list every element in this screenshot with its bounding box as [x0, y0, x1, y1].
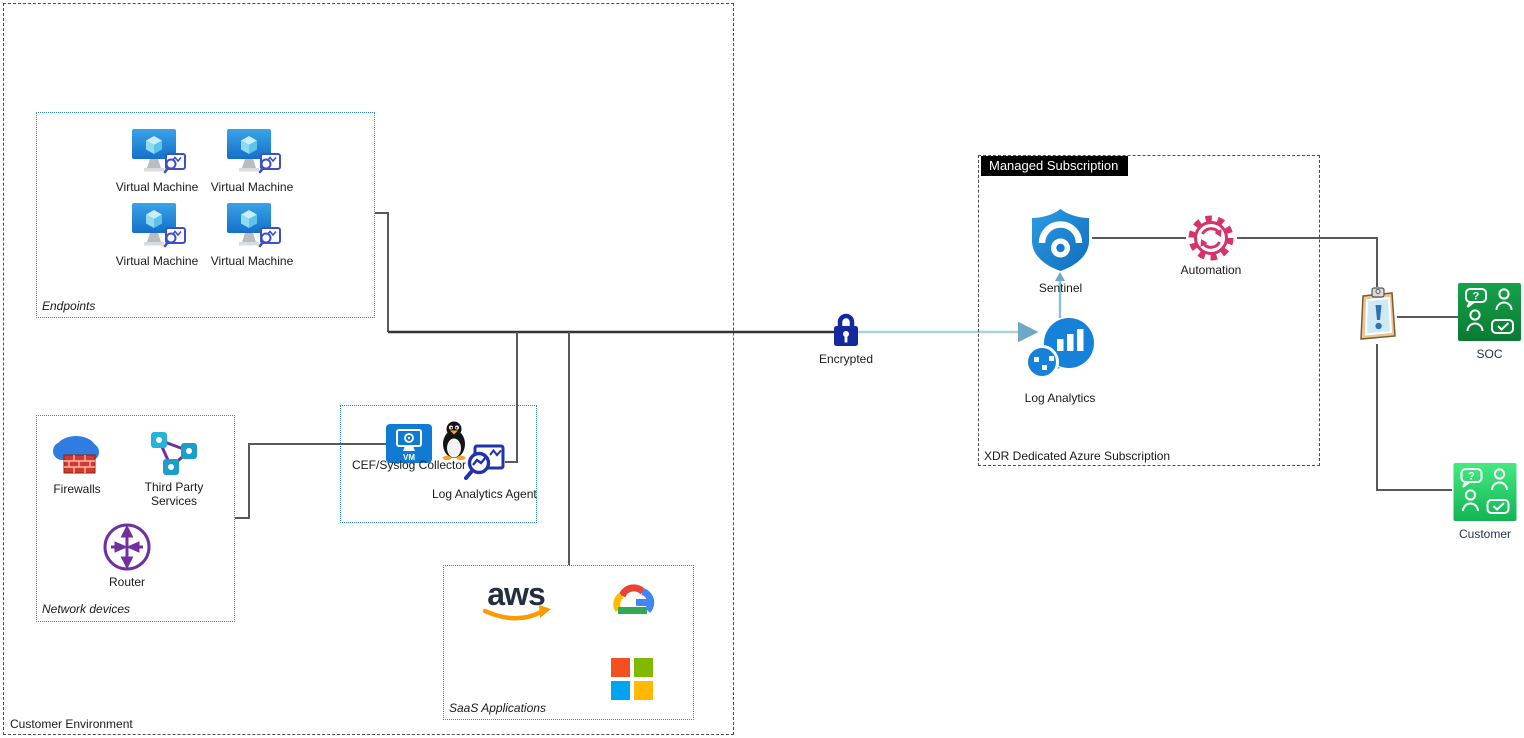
endpoints-box — [36, 112, 375, 318]
firewalls-node: Firewalls — [46, 432, 108, 496]
router-node: Router — [98, 521, 156, 589]
soc-node: ? SOC — [1458, 283, 1521, 361]
virtual-machine-icon — [223, 128, 281, 178]
aws-logo: aws — [477, 577, 555, 627]
agent-badge-icon — [163, 227, 186, 248]
endpoints-label: Endpoints — [42, 299, 96, 313]
virtual-machine-icon — [128, 202, 186, 252]
router-icon — [101, 521, 153, 573]
cef-collector-label: CEF/Syslog Collector — [352, 458, 467, 472]
virtual-machine-icon — [128, 128, 186, 178]
customer-environment-label: Customer Environment — [10, 717, 133, 731]
encrypted-label: Encrypted — [818, 352, 874, 366]
automation-label: Automation — [1180, 263, 1242, 277]
virtual-machine-label: Virtual Machine — [115, 254, 199, 268]
router-label: Router — [108, 575, 146, 589]
soc-label: SOC — [1476, 347, 1503, 361]
third-party-services-icon — [146, 430, 202, 478]
xdr-subscription-label: XDR Dedicated Azure Subscription — [984, 449, 1171, 463]
firewall-icon — [49, 432, 105, 480]
google-cloud-logo — [606, 579, 662, 623]
log-analytics-label: Log Analytics — [1024, 391, 1096, 405]
customer-question-glyph: ? — [1468, 471, 1475, 483]
log-analytics-icon — [1024, 316, 1096, 382]
agent-badge-icon — [163, 153, 186, 174]
xdr-subscription-box — [978, 155, 1320, 466]
virtual-machine-label: Virtual Machine — [115, 180, 199, 194]
sentinel-icon — [1029, 207, 1092, 272]
firewalls-label: Firewalls — [53, 482, 101, 496]
log-analytics-agent-icon — [464, 444, 506, 482]
virtual-machine-label: Virtual Machine — [210, 180, 294, 194]
soc-icon: ? — [1458, 283, 1521, 341]
third-party-services-node: Third Party Services — [138, 430, 210, 509]
report-clipboard-icon — [1358, 286, 1398, 344]
agent-badge-icon — [258, 153, 281, 174]
log-analytics-agent-label: Log Analytics Agent — [432, 487, 537, 501]
soc-question-glyph: ? — [1473, 291, 1480, 303]
virtual-machine-node: Virtual Machine — [206, 202, 298, 268]
third-party-services-label: Third Party Services — [144, 480, 204, 509]
virtual-machine-node: Virtual Machine — [206, 128, 298, 194]
microsoft-logo — [611, 658, 653, 700]
customer-environment-box — [3, 3, 734, 735]
agent-badge-icon — [258, 227, 281, 248]
customer-icon: ? — [1453, 463, 1517, 521]
aws-logo-text: aws — [487, 577, 545, 612]
automation-icon — [1186, 213, 1236, 263]
virtual-machine-node: Virtual Machine — [111, 202, 203, 268]
sentinel-label: Sentinel — [1038, 281, 1083, 295]
virtual-machine-icon — [223, 202, 281, 252]
virtual-machine-label: Virtual Machine — [210, 254, 294, 268]
network-devices-label: Network devices — [42, 602, 131, 616]
linux-tux-icon — [438, 420, 470, 460]
managed-subscription-tag: Managed Subscription — [981, 156, 1129, 176]
saas-box — [443, 565, 694, 720]
saas-label: SaaS Applications — [449, 701, 546, 715]
virtual-machine-node: Virtual Machine — [111, 128, 203, 194]
vm-badge-text: VM — [403, 453, 415, 462]
customer-node: ? Customer — [1452, 463, 1518, 541]
customer-label: Customer — [1458, 527, 1511, 541]
network-devices-box — [36, 415, 235, 622]
encrypted-lock-icon — [832, 311, 860, 348]
cef-vm-icon: VM — [386, 424, 432, 465]
